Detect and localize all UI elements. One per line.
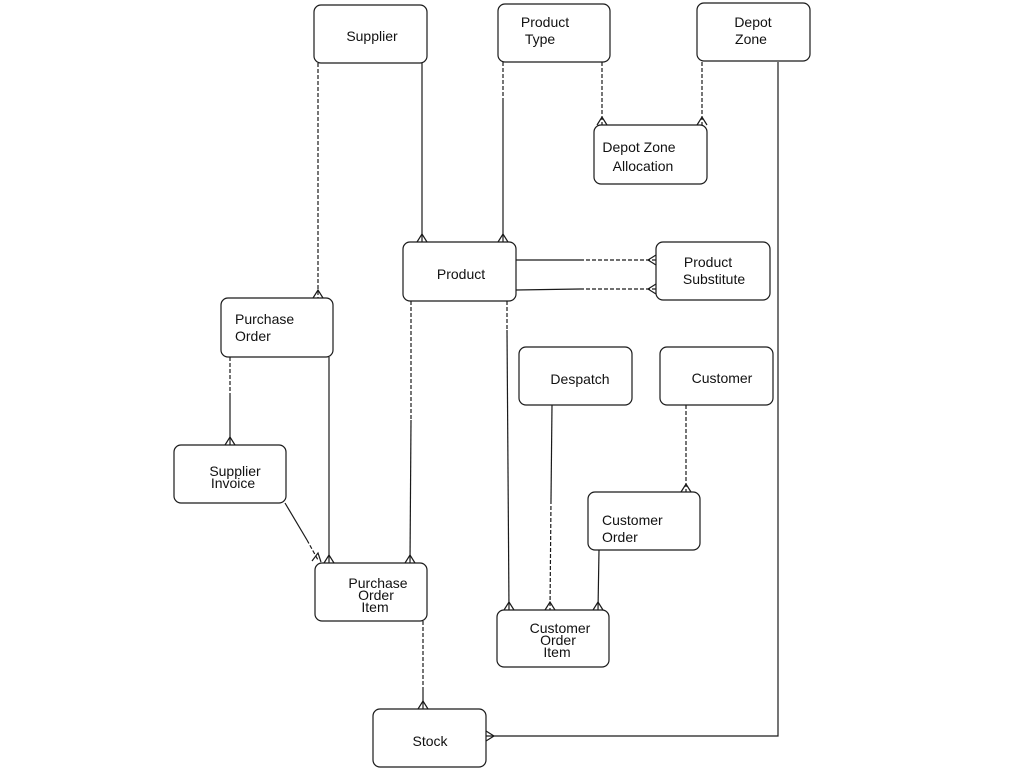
rel-despatch-customer-order-item [544,404,556,611]
entity-despatch[interactable]: Despatch [518,346,633,406]
entity-customer-order[interactable]: Customer Order [587,491,701,551]
entity-label: Purchase [348,575,407,591]
entity-label: Purchase [235,311,294,327]
entity-product[interactable]: Product [402,241,517,302]
rel-supplier-purchase-order [312,63,324,299]
entity-label: Zone [735,31,767,47]
entity-product-substitute[interactable]: Product Substitute [655,241,771,301]
entity-label: Depot [734,14,771,30]
entity-purchase-order-item[interactable]: Purchase Order Item [314,562,428,622]
entity-label: Order [602,529,638,545]
entity-label: Depot Zone [602,139,675,155]
entity-stock[interactable]: Stock [372,708,487,768]
entity-supplier-invoice[interactable]: Supplier Invoice [173,444,287,504]
rel-depot-zone-stock [485,62,779,742]
entity-label: Product [437,266,485,282]
entity-label: Customer [530,620,591,636]
entity-label: Customer [692,370,753,386]
entity-label: Allocation [613,158,674,174]
rel-customer-customer-order [680,405,692,493]
rel-purchase-order-supplier-invoice [224,357,236,446]
entity-purchase-order[interactable]: Purchase Order [220,297,334,358]
entity-label: Customer [602,512,663,528]
rel-depot-zone-depot-zone-allocation [696,62,708,126]
entity-depot-zone-allocation[interactable]: Depot Zone Allocation [593,124,708,185]
entity-label: Product [521,14,569,30]
entity-customer-order-item[interactable]: Customer Order Item [496,609,610,668]
entity-label: Item [361,599,388,615]
entity-label: Stock [412,733,448,749]
rel-product-type-product [497,62,509,243]
entity-depot-zone[interactable]: Depot Zone [696,2,811,62]
rel-product-type-depot-zone-allocation [596,62,608,126]
rel-product-product-substitute-1 [516,254,657,266]
entity-label: Type [525,31,556,47]
entity-customer[interactable]: Customer [659,346,774,406]
entity-label: Order [358,587,394,603]
entity-label: Supplier [209,463,261,479]
rel-product-product-substitute-2 [515,283,657,295]
rel-purchase-order-item-stock [417,621,429,710]
entity-product-type[interactable]: Product Type [497,3,611,63]
entity-label: Despatch [550,371,609,387]
rel-supplier-invoice-purchase-order-item [284,502,322,563]
rel-product-purchase-order-item [404,301,416,564]
rel-product-customer-order-item [503,301,515,611]
entity-label: Invoice [211,475,256,491]
entity-label: Product [684,254,732,270]
entity-label: Order [540,632,576,648]
relationships [224,62,779,742]
entity-label: Item [543,644,570,660]
entity-label: Substitute [683,271,745,287]
entity-label: Order [235,328,271,344]
rel-purchase-order-purchase-order-item [323,357,335,564]
rel-customer-order-customer-order-item [592,549,604,611]
entity-supplier[interactable]: Supplier [313,4,428,64]
rel-supplier-product [416,63,428,243]
entity-label: Supplier [346,28,398,44]
